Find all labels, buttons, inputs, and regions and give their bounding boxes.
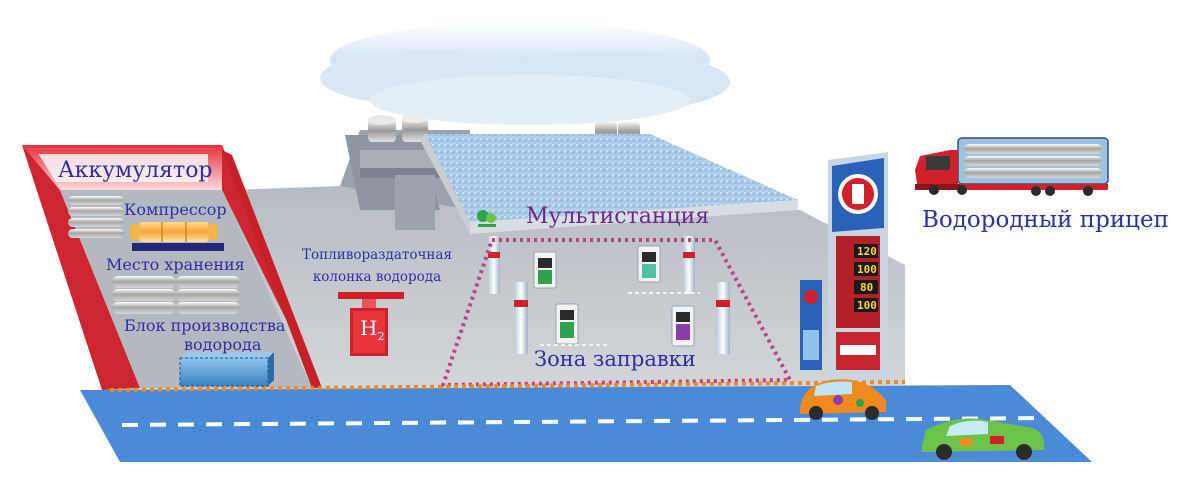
fuel-pump-4 — [671, 305, 695, 347]
multistation-label: Мультистанция — [526, 204, 710, 229]
h2-symbol-subscript: 2 — [377, 330, 385, 343]
station-canopy — [420, 134, 798, 234]
hydrogen-trailer-truck — [915, 137, 1109, 196]
sky-clouds — [320, 22, 730, 125]
compressor-label: Компрессор — [124, 200, 227, 219]
fuel-pump-2 — [637, 245, 661, 283]
hydrogen-production-unit — [179, 352, 274, 387]
price-value-2: 100 — [857, 263, 877, 276]
accumulator-cylinders — [68, 196, 124, 238]
dispenser-label-line1: Топливораздаточная — [302, 247, 452, 263]
storage-label: Место хранения — [106, 255, 245, 274]
price-value-4: 100 — [857, 299, 877, 312]
price-value-1: 120 — [857, 245, 877, 258]
fuel-pump-1 — [533, 251, 557, 289]
car-orange — [800, 379, 886, 420]
hydrogen-dispenser — [338, 292, 404, 356]
h2-symbol: H2 — [360, 318, 384, 342]
accumulator-label: Аккумулятор — [58, 158, 213, 183]
fuel-pump-3 — [555, 303, 579, 345]
storage-cylinders — [112, 276, 240, 314]
refuel-zone-label: Зона заправки — [534, 347, 696, 371]
price-value-3: 80 — [860, 281, 874, 294]
dispenser-label-line2: колонка водорода — [312, 269, 442, 285]
production-label-line2: водорода — [184, 335, 262, 354]
compressor-unit — [130, 222, 224, 251]
h2-symbol-letter: H — [360, 316, 378, 340]
price-sign-tower — [828, 152, 888, 385]
trailer-label: Водородный прицеп — [922, 207, 1169, 233]
fuel-pumps — [533, 245, 700, 347]
side-sign — [800, 280, 822, 370]
car-green — [922, 418, 1044, 460]
production-label-line1: Блок производства — [124, 316, 286, 335]
refuel-zone-outline — [440, 238, 794, 388]
station-logo-icon — [477, 210, 496, 227]
canopy-pillars — [488, 236, 730, 354]
